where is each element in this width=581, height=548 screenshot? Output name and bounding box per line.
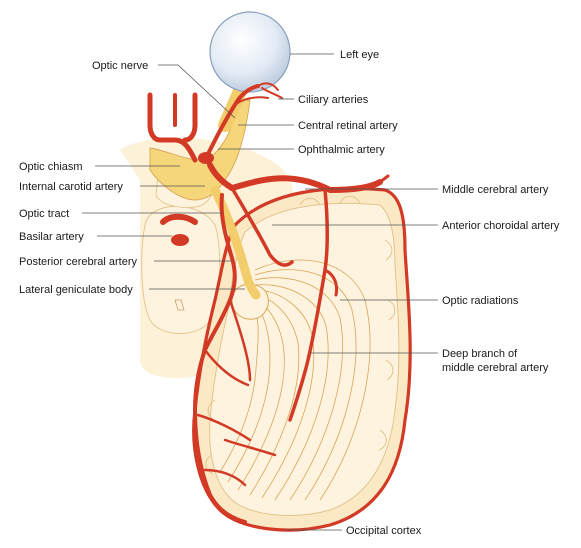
label-middle-cerebral-artery: Middle cerebral artery <box>442 184 549 196</box>
label-ophthalmic-artery: Ophthalmic artery <box>298 144 385 156</box>
label-optic-chiasm: Optic chiasm <box>19 161 83 173</box>
label-posterior-cerebral-artery: Posterior cerebral artery <box>19 256 137 268</box>
gyri <box>205 195 396 475</box>
labels: Left eye Optic nerve Ciliary arteries Ce… <box>19 49 560 537</box>
brainstem-outline <box>141 205 221 334</box>
arteries <box>147 82 390 524</box>
label-optic-tract: Optic tract <box>19 208 69 220</box>
label-optic-radiations: Optic radiations <box>442 295 519 307</box>
pca-branches <box>196 298 277 487</box>
label-basilar-artery: Basilar artery <box>19 231 84 243</box>
label-central-retinal-artery: Central retinal artery <box>298 120 398 132</box>
anterior-choroidal-artery <box>230 186 294 267</box>
label-anterior-choroidal-artery: Anterior choroidal artery <box>442 220 560 232</box>
left-eye-globe <box>209 11 291 93</box>
anterior-cerebral-left <box>147 92 198 163</box>
label-deep-branch-line2: middle cerebral artery <box>442 362 549 374</box>
label-optic-nerve: Optic nerve <box>92 60 148 72</box>
leader-lines <box>82 53 438 531</box>
deep-branch-mca <box>288 188 329 422</box>
anterior-cerebral-right <box>182 92 198 143</box>
ciliary-arteries <box>257 82 283 99</box>
middle-cerebral-artery <box>229 175 383 193</box>
central-retinal-artery <box>235 96 269 105</box>
label-ciliary-arteries: Ciliary arteries <box>298 94 369 106</box>
label-lateral-geniculate-body: Lateral geniculate body <box>19 284 133 296</box>
label-occipital-cortex: Occipital cortex <box>346 525 422 537</box>
ophthalmic-artery <box>204 84 260 160</box>
label-left-eye: Left eye <box>340 49 379 61</box>
label-internal-carotid-artery: Internal carotid artery <box>19 181 123 193</box>
basilar-artery-shape <box>171 234 189 246</box>
optic-radiation-fibers <box>219 259 371 501</box>
label-deep-branch-line1: Deep branch of <box>442 348 518 360</box>
